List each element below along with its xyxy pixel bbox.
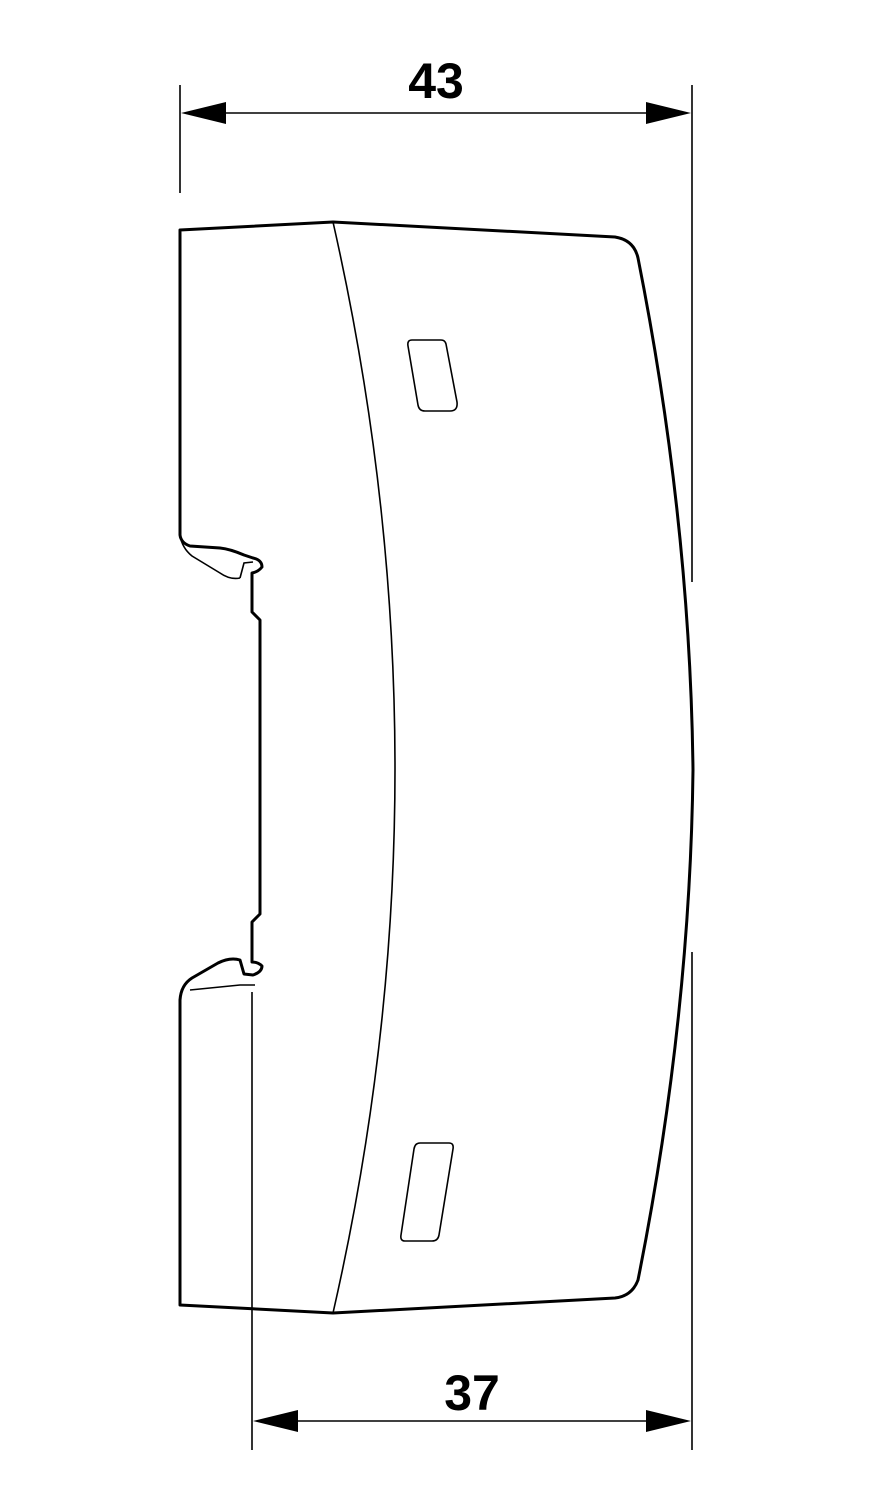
- dimension-label-43: 43: [408, 53, 464, 109]
- slot-bottom: [400, 1142, 454, 1242]
- dimension-top: 43: [179, 53, 693, 582]
- arrow-left-icon: [253, 1410, 298, 1432]
- arrow-right-icon: [646, 102, 691, 124]
- front-face-curve: [332, 221, 396, 1314]
- arrow-right-icon: [646, 1410, 691, 1432]
- housing-outline: [178, 220, 695, 1315]
- arrow-left-icon: [181, 102, 226, 124]
- dimension-bottom: 37: [251, 952, 693, 1450]
- dimension-label-37: 37: [444, 1365, 500, 1421]
- slot-top: [407, 339, 458, 412]
